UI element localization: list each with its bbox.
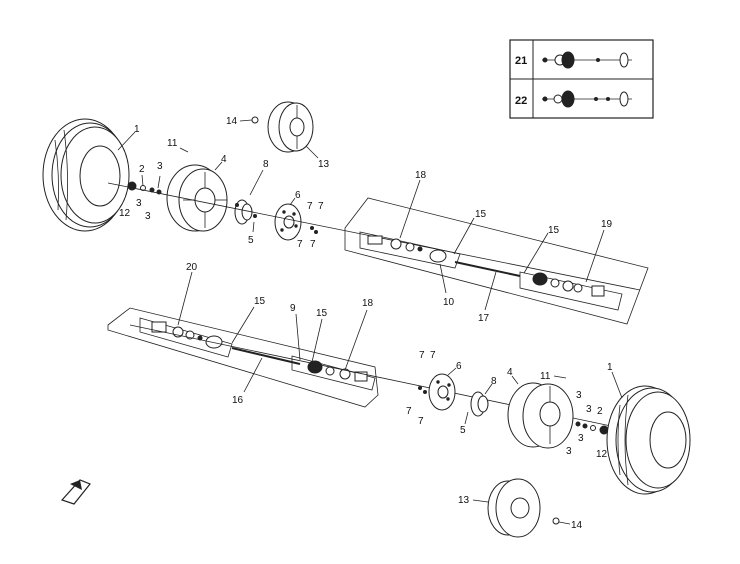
callout-3-g: 3 (566, 446, 572, 457)
callout-10: 10 (443, 297, 455, 308)
callout-7-a: 7 (307, 201, 313, 212)
bolt-7-part-b (314, 230, 318, 234)
spare-rim-13-bottom (487, 478, 541, 538)
callout-4: 4 (221, 154, 227, 165)
rim-4-rear (507, 382, 574, 449)
brake-disc-6-rear (428, 373, 456, 411)
callout-18-top: 18 (415, 170, 427, 181)
legend-row-22-number: 22 (515, 95, 527, 107)
legend-box: 21 22 (509, 39, 654, 119)
callout-7-d: 7 (310, 239, 316, 250)
tire-left-front (42, 118, 130, 232)
callout-15-c: 15 (254, 296, 266, 307)
legend-row-22-icon (542, 90, 632, 108)
callout-12: 12 (119, 208, 131, 219)
callout-15-b: 15 (548, 225, 560, 236)
callout-7-f: 7 (430, 350, 436, 361)
hub-8-rear (470, 391, 489, 417)
callout-12-rear: 12 (596, 449, 608, 460)
spare-rim-13-top (267, 101, 314, 153)
callout-13-bottom: 13 (458, 495, 470, 506)
callout-15-a: 15 (475, 209, 487, 220)
legend-row-21-number: 21 (515, 55, 527, 67)
callout-1-rear: 1 (607, 362, 613, 373)
callout-7-b: 7 (318, 201, 324, 212)
spare-nut-14-top (251, 116, 259, 124)
callout-19: 19 (601, 219, 613, 230)
spare-nut-14-bottom (552, 517, 560, 525)
cap-12-part (127, 181, 137, 191)
callout-18-bottom: 18 (362, 298, 374, 309)
bolt-7-part-a (310, 226, 314, 230)
bolt-7-part-d (423, 390, 427, 394)
brake-disc-6-front (274, 203, 302, 241)
callout-2-rear: 2 (597, 406, 603, 417)
legend-row-21-icon (542, 51, 632, 69)
callout-8: 8 (263, 159, 269, 170)
callout-1-front-tire: 1 (134, 124, 140, 135)
callout-11: 11 (167, 138, 178, 149)
callout-3-b: 3 (136, 198, 142, 209)
callout-3-d: 3 (576, 390, 582, 401)
callout-13-top: 13 (318, 159, 330, 170)
callout-14-bottom: 14 (571, 520, 583, 531)
callout-15-d: 15 (316, 308, 328, 319)
callout-11-rear: 11 (540, 371, 551, 382)
callout-9: 9 (290, 303, 296, 314)
callout-17: 17 (478, 313, 490, 324)
callout-2: 2 (139, 164, 145, 175)
rear-driveshaft-box (107, 307, 379, 408)
callout-14-top: 14 (226, 116, 238, 127)
tire-right-rear (606, 385, 691, 495)
rim-4-front (166, 164, 228, 232)
callout-3-e: 3 (586, 404, 592, 415)
callouts: 1 2 3 3 3 11 12 4 8 5 6 7 7 7 7 13 14 18… (117, 116, 623, 531)
nut-3-part-c (575, 421, 581, 427)
callout-3-c: 3 (145, 211, 151, 222)
callout-5: 5 (248, 235, 254, 246)
callout-16: 16 (232, 395, 244, 406)
callout-5-rear: 5 (460, 425, 466, 436)
direction-arrow-icon (60, 479, 91, 505)
callout-7-e: 7 (419, 350, 425, 361)
callout-6: 6 (295, 190, 301, 201)
washer-2-part-b (590, 425, 596, 431)
callout-7-h: 7 (418, 416, 424, 427)
callout-8-rear: 8 (491, 376, 497, 387)
callout-7-c: 7 (297, 239, 303, 250)
callout-4-rear: 4 (507, 367, 513, 378)
nut-3-part-d (582, 423, 588, 429)
callout-3-a: 3 (157, 161, 163, 172)
front-driveshaft-box (344, 197, 649, 325)
cap-12-part-b (599, 425, 609, 435)
bolt-7-part-c (418, 386, 422, 390)
callout-7-g: 7 (406, 406, 412, 417)
callout-6-rear: 6 (456, 361, 462, 372)
callout-20: 20 (186, 262, 198, 273)
callout-3-f: 3 (578, 433, 584, 444)
